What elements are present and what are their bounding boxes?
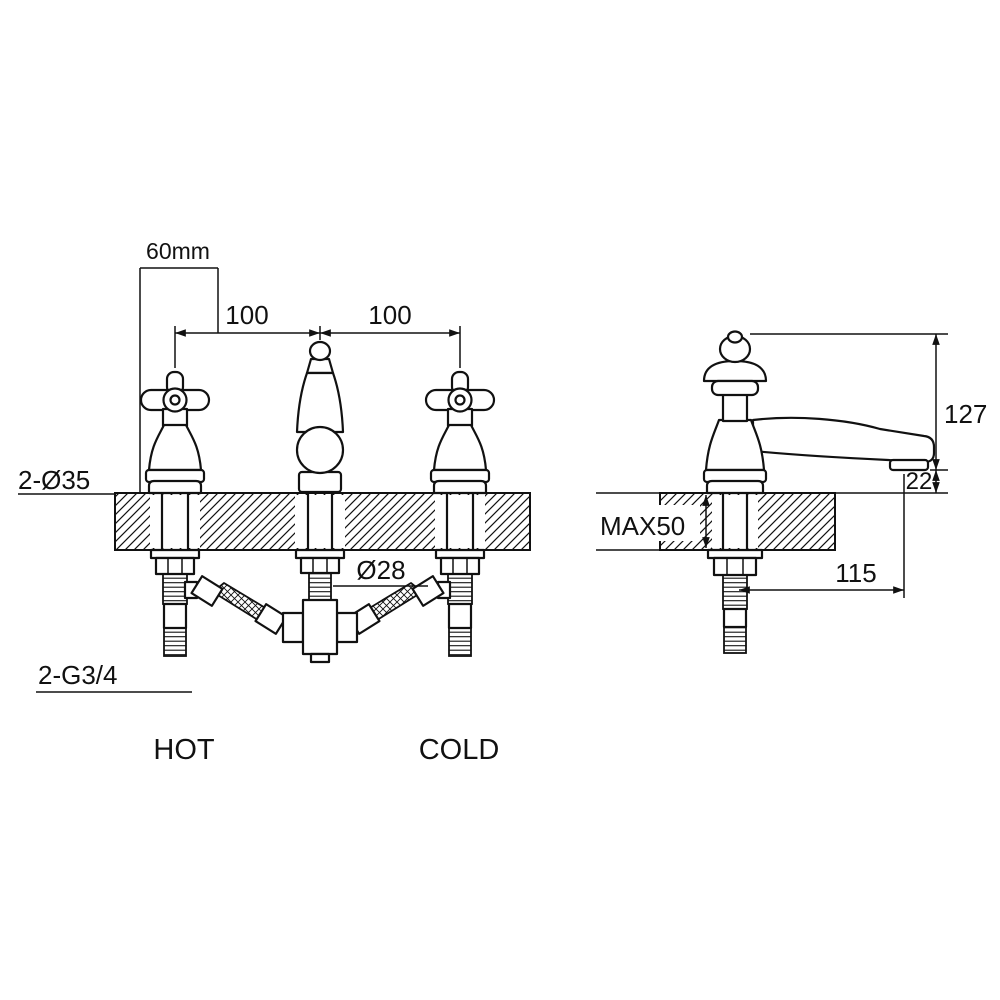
front-view: 60mm 100 100 2-Ø35 Ø28 2-G3/4 HOT COLD [18,238,531,766]
dim-clearance-label: 22 [906,468,933,495]
side-tap-tail [706,548,764,654]
mixer-spout [295,340,345,494]
hot-tap [139,370,211,495]
dim-height-label: 127 [944,399,987,429]
side-tap [702,330,936,495]
side-view: MAX50 127 22 115 [596,330,987,654]
dim-left-spacing-label: 100 [225,300,268,330]
dim-inlet-tails-label: 2-G3/4 [38,660,118,690]
dim-deck-holes-label: 2-Ø35 [18,465,90,495]
dim-hole-offset-label: 60mm [146,238,210,264]
dim-right-spacing-label: 100 [368,300,411,330]
countertop-front [114,491,531,552]
dim-max-deck-label: MAX50 [600,511,685,541]
cold-label: COLD [419,734,500,766]
center-inlet-body [281,548,359,664]
dim-spout-shank-label: Ø28 [356,555,405,585]
cold-tap [424,370,496,495]
dim-reach-label: 115 [835,558,876,588]
hot-tap-tail [149,548,288,658]
hot-label: HOT [153,734,215,766]
front-dimensions: 60mm 100 100 2-Ø35 Ø28 2-G3/4 HOT COLD [18,238,499,766]
side-dimensions: MAX50 127 22 115 [596,333,987,598]
